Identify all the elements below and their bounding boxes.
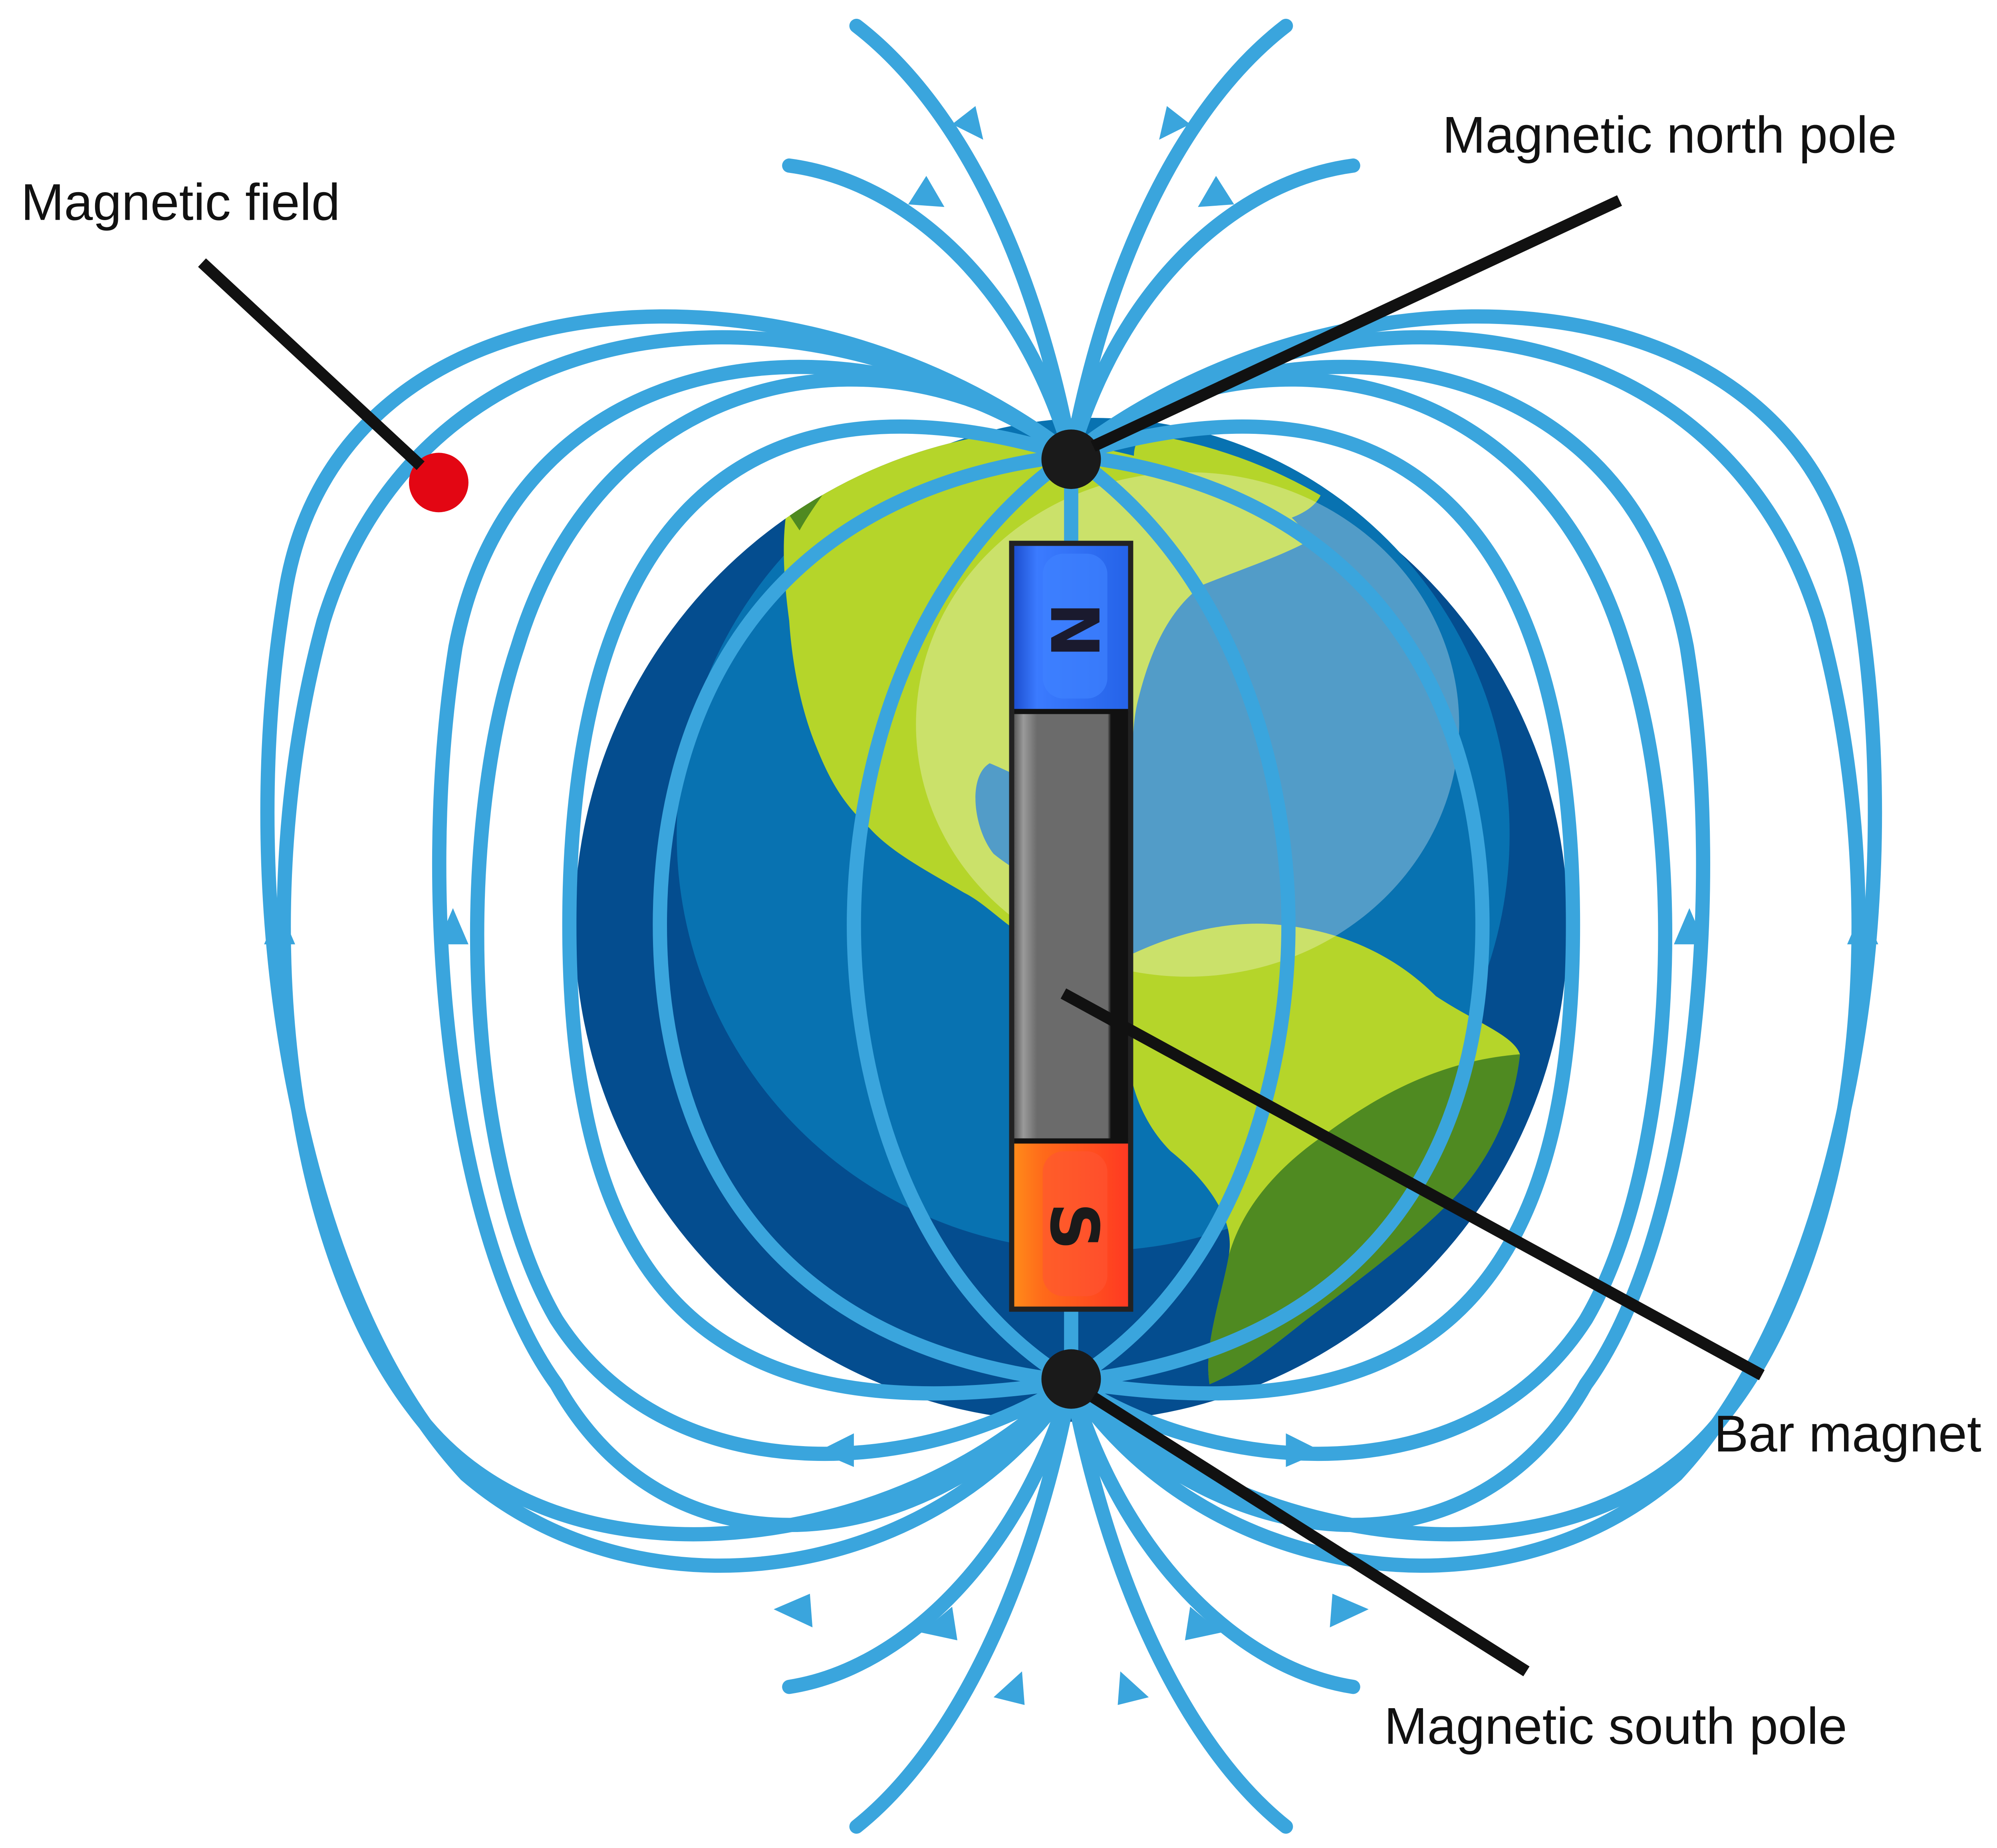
arrow-down-icon <box>921 1606 957 1641</box>
field-line-open <box>782 1374 1078 1694</box>
arrow-up-icon <box>1673 908 1705 944</box>
field-line <box>1064 372 1672 1461</box>
field-line <box>470 372 1078 1461</box>
leader-north-pole <box>1090 195 1622 452</box>
arrow-right-icon <box>1330 1594 1369 1627</box>
label-magnetic-field: Magnetic field <box>21 174 340 231</box>
field-line-open <box>782 158 1078 463</box>
field-line <box>1064 309 1882 1573</box>
arrow-down-icon <box>1198 176 1234 207</box>
arrow-up-icon <box>264 908 295 944</box>
arrow-down-icon <box>1185 1606 1221 1641</box>
field-line <box>1064 448 1490 1389</box>
label-magnetic-north-pole: Magnetic north pole <box>1442 106 1897 164</box>
magnet-body <box>1014 711 1128 1141</box>
leader-magnetic-field <box>198 258 425 470</box>
field-line-open <box>849 18 1078 463</box>
field-line-open <box>1064 1374 1293 1834</box>
magnet-north-gloss <box>1042 553 1108 699</box>
field-marker-dot <box>409 453 468 513</box>
arrow-down-icon <box>952 106 983 140</box>
magnet-north-letter: N <box>1035 602 1112 658</box>
field-line <box>260 309 1078 1573</box>
arrow-left-icon <box>818 1433 854 1467</box>
arrow-down-icon <box>1159 106 1190 140</box>
arrow-down-icon <box>993 1671 1025 1705</box>
arrow-down-icon <box>1118 1671 1149 1705</box>
field-line <box>1064 448 1296 1389</box>
arrow-up-icon <box>1847 908 1878 944</box>
label-bar-magnet: Bar magnet <box>1714 1405 1981 1463</box>
magnet-south-gloss <box>1042 1151 1108 1296</box>
leader-bar-magnet <box>1060 988 1765 1381</box>
bar-magnet: N S <box>1009 540 1133 1312</box>
field-line-open <box>1064 1374 1360 1694</box>
field-line-open <box>1064 18 1293 463</box>
label-magnetic-south-pole: Magnetic south pole <box>1384 1697 1847 1755</box>
field-line <box>562 419 1078 1401</box>
arrow-down-icon <box>908 176 945 207</box>
leader-south-pole <box>1090 1392 1530 1677</box>
magnet-south-letter: S <box>1035 1202 1112 1250</box>
arrow-right-icon <box>1286 1433 1322 1467</box>
arrow-left-icon <box>774 1594 813 1627</box>
north-pole-marker <box>1041 429 1101 489</box>
field-line <box>653 448 1078 1389</box>
field-line <box>847 448 1078 1389</box>
field-line-open <box>1064 158 1360 463</box>
field-line-open <box>849 1374 1078 1834</box>
field-line <box>1064 419 1580 1401</box>
south-pole-marker <box>1041 1349 1101 1409</box>
arrow-up-icon <box>437 908 468 944</box>
earth-highlight <box>916 472 1459 977</box>
